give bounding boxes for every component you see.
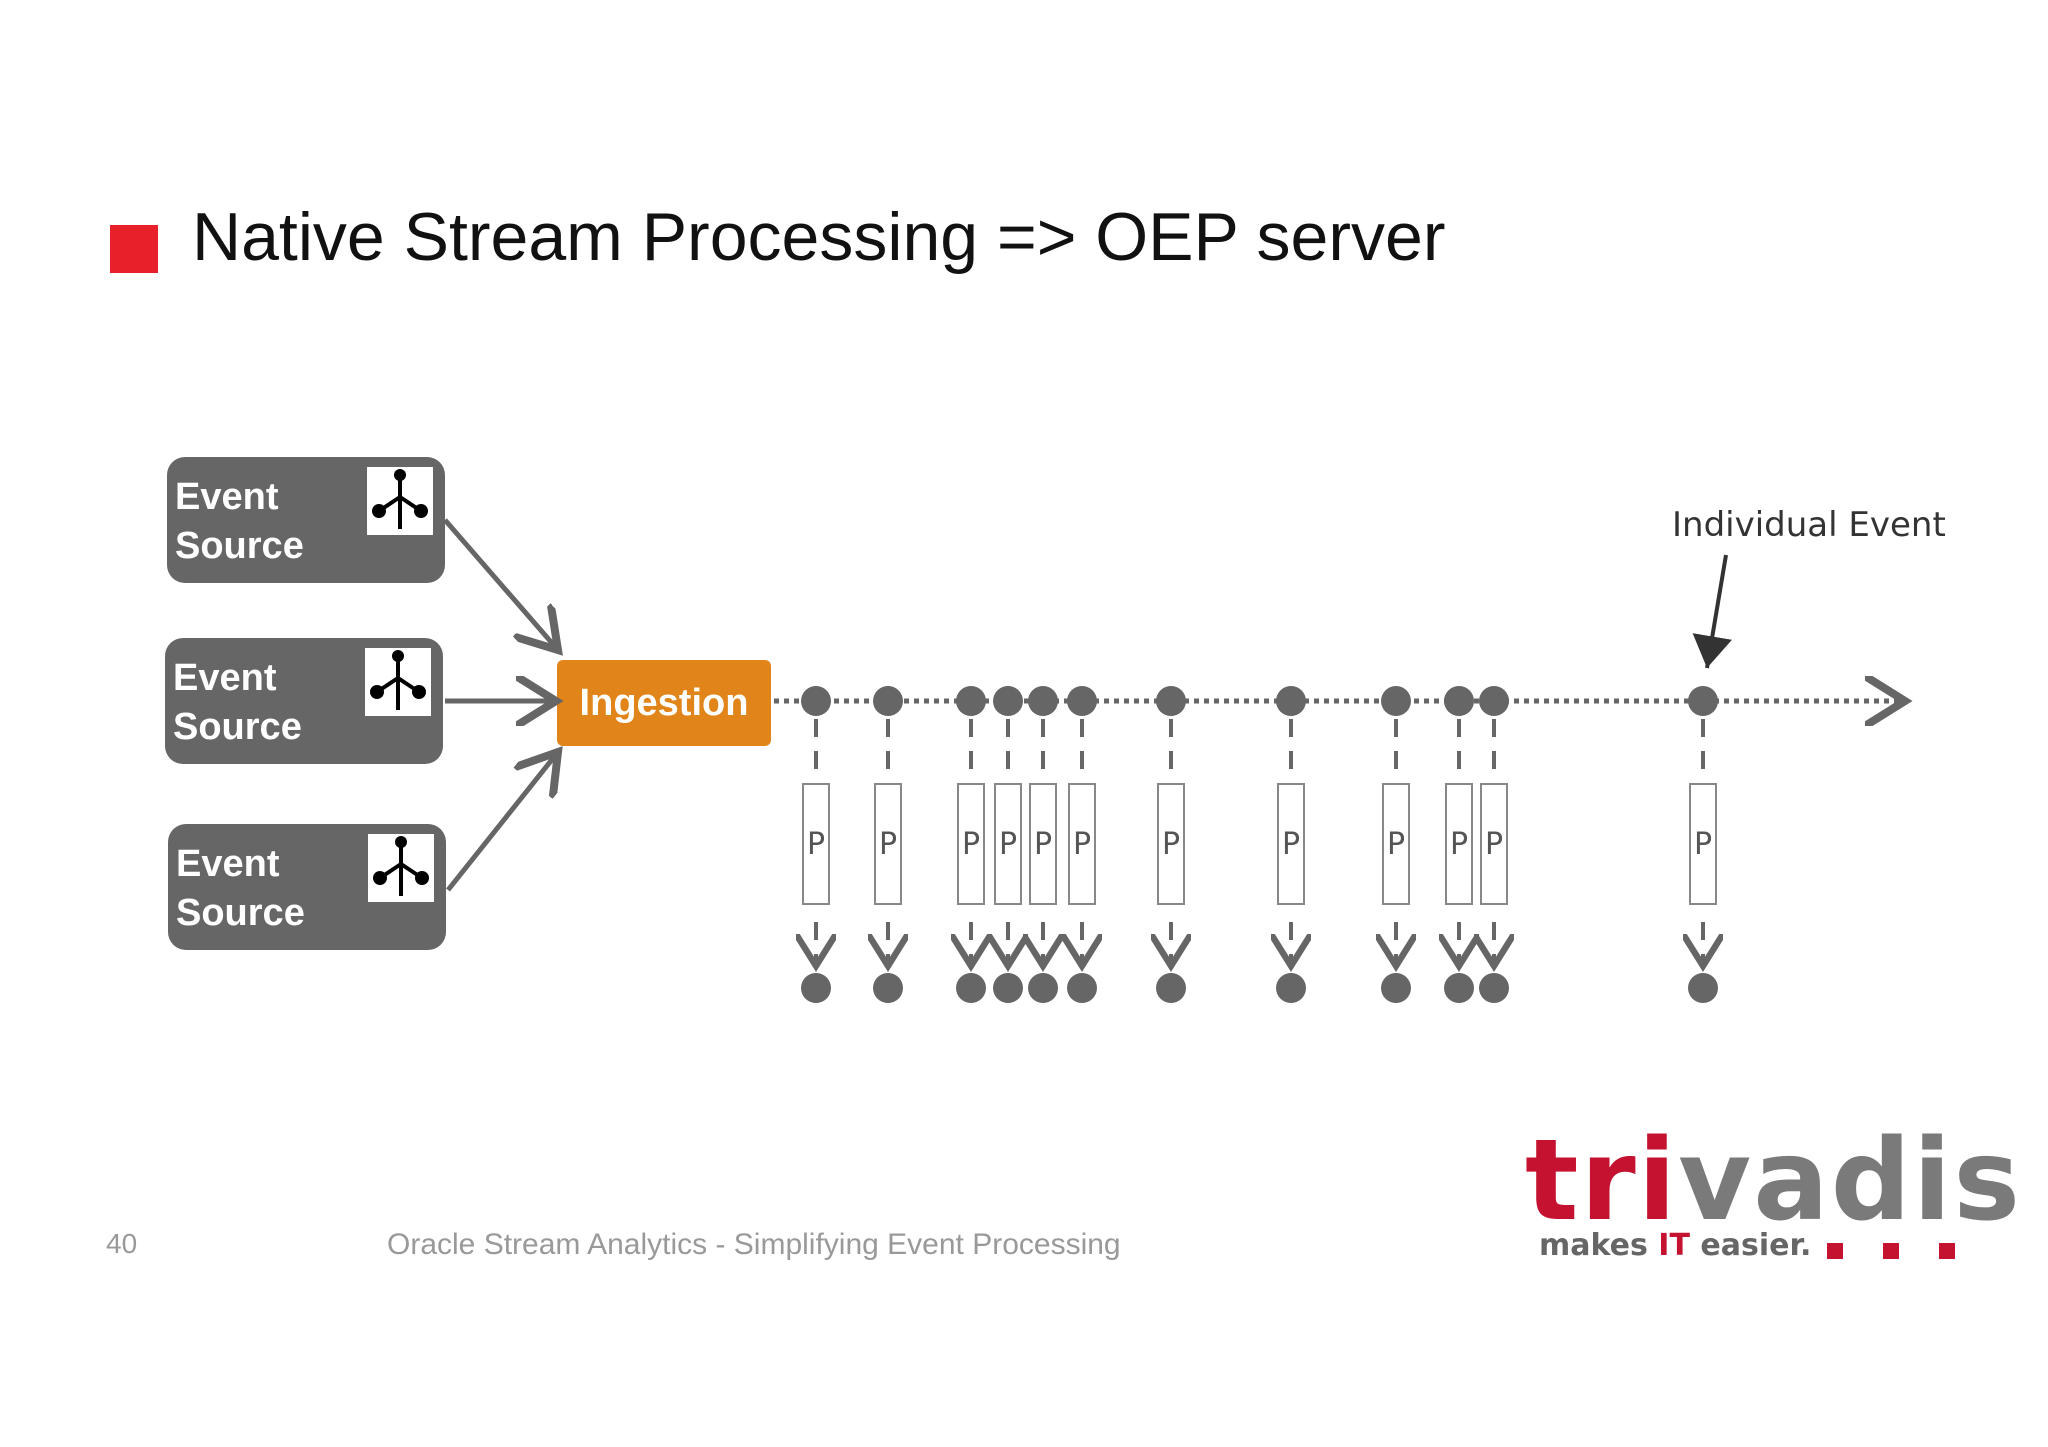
event-timeline [774,554,1905,701]
output-event-dot [956,973,986,1003]
event-dot [1156,686,1186,716]
event-source-label-1: Event Source [175,473,304,571]
event-source-label-3: Event Source [176,840,305,938]
event-source-label-line2: Source [176,892,305,934]
output-event-dot [1156,973,1186,1003]
event-source-label-line1: Event [175,476,279,518]
event-dot [993,686,1023,716]
event-source-label-line1: Event [176,843,280,885]
logo-tagline-part1: makes [1539,1228,1659,1263]
ingestion-box: Ingestion [557,660,771,746]
annotation-pointer-arrow [1692,554,1733,669]
logo-dot [1827,1243,1843,1259]
event-dot [1276,686,1306,716]
event-dot [1381,686,1411,716]
logo-word-part2: ri [1580,1116,1679,1246]
event-source-label-line1: Event [173,657,277,699]
processor-box: P [1689,783,1717,905]
processor-box: P [1277,783,1305,905]
source-arrow [446,752,558,892]
event-source-tree-icon [367,467,433,535]
logo-tagline-part2: IT [1658,1228,1690,1263]
event-dot [1067,686,1097,716]
processor-box: P [874,783,902,905]
output-event-dot [1444,973,1474,1003]
output-event-dot [1381,973,1411,1003]
processor-box: P [1068,783,1096,905]
source-arrow [443,518,558,650]
source-arrows [443,518,558,892]
logo-word-part1: t [1525,1116,1581,1246]
title-bullet [110,225,158,273]
event-dot [1028,686,1058,716]
output-event-dot [1067,973,1097,1003]
individual-event-annotation: Individual Event [1672,505,1946,545]
event-source-box-3: Event Source [168,824,446,950]
event-source-label-line2: Source [175,525,304,567]
output-event-dot [993,973,1023,1003]
event-source-tree-icon [368,834,434,902]
processor-box: P [1445,783,1473,905]
processor-box: P [1382,783,1410,905]
output-event-dot [1688,973,1718,1003]
logo-dot [1939,1243,1955,1259]
logo-word-part3: vadis [1678,1116,2022,1246]
event-source-label-2: Event Source [173,654,302,752]
logo-dots [1827,1243,1955,1259]
logo-wordmark: trivadis [1525,1125,2022,1237]
trivadis-logo: trivadis makes IT easier. [1525,1125,2020,1275]
event-source-box-1: Event Source [167,457,445,583]
event-dot [873,686,903,716]
output-event-dot [1276,973,1306,1003]
processor-box: P [1480,783,1508,905]
output-event-dot [1479,973,1509,1003]
event-dot [1688,686,1718,716]
logo-tagline: makes IT easier. [1539,1228,1811,1263]
footer-text: Oracle Stream Analytics - Simplifying Ev… [387,1228,1121,1261]
logo-dot [1883,1243,1899,1259]
processor-box: P [1029,783,1057,905]
event-markers [801,686,1718,1003]
page-number: 40 [106,1228,138,1259]
processor-box: P [994,783,1022,905]
event-source-tree-icon [365,648,431,716]
output-event-dot [873,973,903,1003]
output-event-dot [1028,973,1058,1003]
slide-title: Native Stream Processing => OEP server [192,199,1446,275]
event-dot [1444,686,1474,716]
output-event-dot [801,973,831,1003]
event-dot [1479,686,1509,716]
processor-box: P [1157,783,1185,905]
event-dot [801,686,831,716]
event-dot [956,686,986,716]
processor-box: P [802,783,830,905]
logo-tagline-part3: easier. [1689,1228,1812,1263]
processor-box: P [957,783,985,905]
event-source-label-line2: Source [173,706,302,748]
event-source-box-2: Event Source [165,638,443,764]
